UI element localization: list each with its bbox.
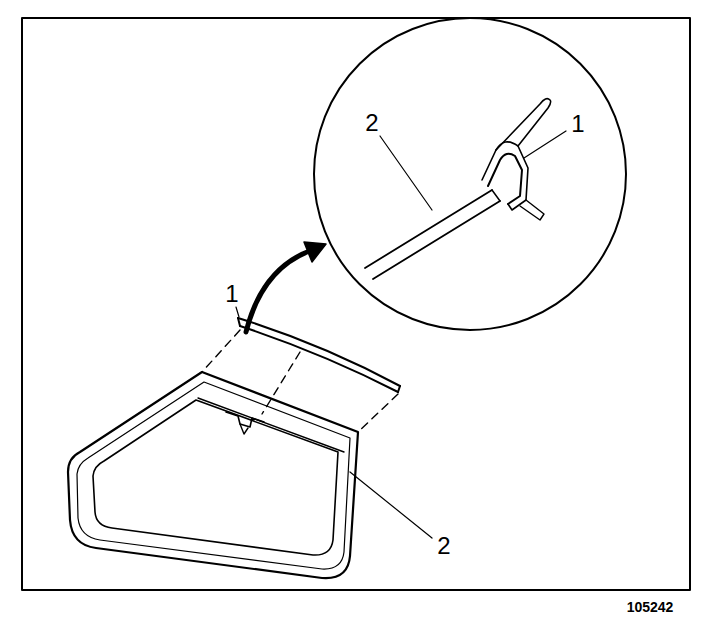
leader-line <box>236 307 239 317</box>
seal-strip <box>238 318 400 386</box>
detail-arrow <box>246 250 312 332</box>
drawing-number: 105242 <box>627 600 674 614</box>
frame-border <box>22 18 690 590</box>
callout-number: 2 <box>365 111 378 135</box>
leader-line <box>380 136 432 210</box>
glass-section <box>365 190 500 279</box>
detail-circle <box>314 18 626 330</box>
glass-opening <box>93 400 338 555</box>
leader-line <box>350 472 432 538</box>
callout-number: 2 <box>437 534 450 558</box>
callout-number: 1 <box>571 112 584 136</box>
windscreen-glass <box>68 372 358 578</box>
seal-profile <box>488 154 522 204</box>
assembly-line <box>202 330 398 432</box>
leader-line <box>524 131 566 158</box>
mirror-mount <box>226 412 264 427</box>
callout-number: 1 <box>225 282 238 306</box>
